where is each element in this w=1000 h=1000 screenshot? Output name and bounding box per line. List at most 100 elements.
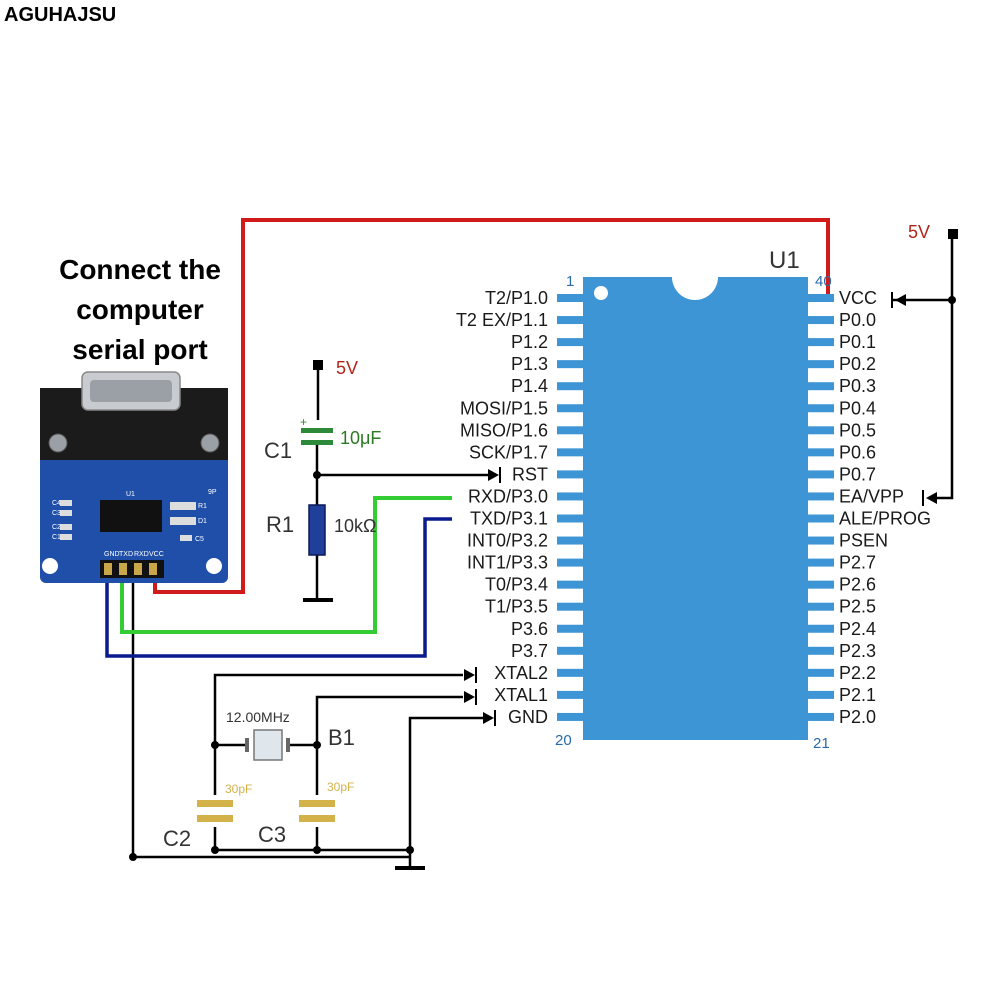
pin-label-left: P3.7 (511, 641, 548, 661)
module-part-d1: D1 (198, 518, 207, 525)
chip-pin-right (807, 448, 834, 457)
chip-pin-right (807, 382, 834, 391)
capacitor-c2 (197, 800, 233, 822)
pin-label-left: T0/P3.4 (485, 575, 548, 595)
pin-labels-right: VCCP0.0P0.1P0.2P0.3P0.4P0.5P0.6P0.7EA/VP… (839, 288, 931, 727)
pin-label-left: MOSI/P1.5 (460, 398, 548, 418)
module-part-r1: R1 (198, 503, 207, 510)
chip-pin-left (557, 294, 584, 302)
crystal-frequency: 12.00MHz (226, 709, 290, 725)
module-part-c2: C2 (52, 524, 61, 531)
module-pin-rxd: RXD (134, 551, 149, 558)
module-part-c4: C4 (52, 500, 61, 507)
arrow-rst (488, 467, 501, 483)
c1-value: 10μF (340, 428, 381, 448)
chip-pin-right (807, 338, 834, 347)
module-label-9p: 9P (208, 489, 217, 496)
pin-label-left: GND (508, 707, 548, 727)
pin-number-1: 1 (566, 273, 574, 290)
arrow-xtal2 (464, 667, 477, 683)
screw-left (48, 433, 68, 453)
pin-label-right: P0.3 (839, 376, 876, 396)
mount-hole-right (206, 558, 222, 574)
chip-pin-right (807, 646, 834, 655)
pin-label-left: P1.3 (511, 354, 548, 374)
module-part-c3: C3 (52, 510, 61, 517)
pin-label-left: INT0/P3.2 (467, 531, 548, 551)
power-label-right: 5V (908, 222, 930, 242)
c3-value: 30pF (327, 780, 354, 794)
chip-pin-left (557, 360, 584, 369)
module-header (100, 560, 164, 578)
chip-pin-right (807, 690, 834, 699)
chip-pin-left (557, 580, 584, 589)
resistor-r1 (308, 504, 326, 556)
chip-pin-left (557, 558, 584, 567)
pin-label-left: RXD/P3.0 (468, 486, 548, 506)
pin-label-right: P2.0 (839, 707, 876, 727)
crystal-name: B1 (328, 725, 355, 750)
chip-pin-right (807, 404, 834, 413)
pin-label-right: P0.1 (839, 332, 876, 352)
pin-label-left: T2 EX/P1.1 (456, 310, 548, 330)
pin-label-left: INT1/P3.3 (467, 553, 548, 573)
pin-label-left: XTAL2 (494, 663, 548, 683)
chip-pin-right (807, 558, 834, 567)
serial-port-module: 9P U1 C4 C3 C2 C1 R1 D1 C5 GND TXD RXD V… (40, 371, 228, 583)
pin-number-20: 20 (555, 732, 572, 749)
pin-number-40: 40 (815, 273, 832, 290)
c2-name: C2 (163, 826, 191, 851)
chip-pin-right (807, 360, 834, 369)
pin-label-right: P2.2 (839, 663, 876, 683)
microcontroller-u1 (557, 277, 834, 740)
caption-line-3: serial port (72, 334, 208, 365)
chip-pin-left (557, 536, 584, 545)
chip-pin-right (807, 712, 834, 721)
serial-port-caption: Connect the computer serial port (30, 250, 250, 370)
pin-label-right: PSEN (839, 531, 888, 551)
brand-watermark: AGUHAJSU (4, 4, 117, 26)
pin-label-left: T2/P1.0 (485, 288, 548, 308)
chip-pin-left (557, 624, 584, 633)
chip-pin-right (807, 668, 834, 677)
c1-name: C1 (264, 438, 292, 463)
arrow-ea-vpp (922, 490, 937, 506)
pin-label-right: P0.0 (839, 310, 876, 330)
pin-label-left: XTAL1 (494, 685, 548, 705)
screw-right (200, 433, 220, 453)
wire-vcc (153, 218, 830, 594)
wire-txd (105, 517, 452, 658)
chip-pin-left (557, 602, 584, 611)
pin-labels-left: T2/P1.0T2 EX/P1.1P1.2P1.3P1.4MOSI/P1.5MI… (456, 288, 548, 727)
pin-number-21: 21 (813, 735, 830, 752)
pin-label-right: P2.4 (839, 619, 876, 639)
pin-label-left: TXD/P3.1 (470, 509, 548, 529)
chip-pin-left (557, 514, 584, 523)
chip-pin-left (557, 646, 584, 655)
chip-pin-right (807, 294, 834, 302)
module-pin-txd: TXD (119, 551, 133, 558)
pin-label-left: P3.6 (511, 619, 548, 639)
chip-body (583, 277, 808, 740)
ground-symbol-main (395, 866, 425, 870)
pin-label-right: P2.6 (839, 575, 876, 595)
crystal-b1 (245, 729, 290, 761)
power-label-left: 5V (336, 358, 358, 378)
pin-label-right: P0.6 (839, 442, 876, 462)
wire-rxd (120, 496, 452, 634)
ground-symbol-r1 (303, 598, 333, 602)
pin-label-left: RST (512, 464, 548, 484)
r1-value: 10kΩ (334, 516, 376, 536)
c2-value: 30pF (225, 782, 252, 796)
chip-pin-right (807, 492, 834, 501)
chip-pin-left (557, 382, 584, 391)
arrow-xtal1 (464, 689, 477, 705)
chip-pin1-dot (594, 286, 608, 300)
chip-pin-left (557, 492, 584, 501)
chip-notch (672, 277, 718, 300)
chip-name: U1 (769, 247, 800, 274)
pin-label-right: P2.3 (839, 641, 876, 661)
pin-label-left: T1/P3.5 (485, 597, 548, 617)
pin-label-right: VCC (839, 288, 877, 308)
